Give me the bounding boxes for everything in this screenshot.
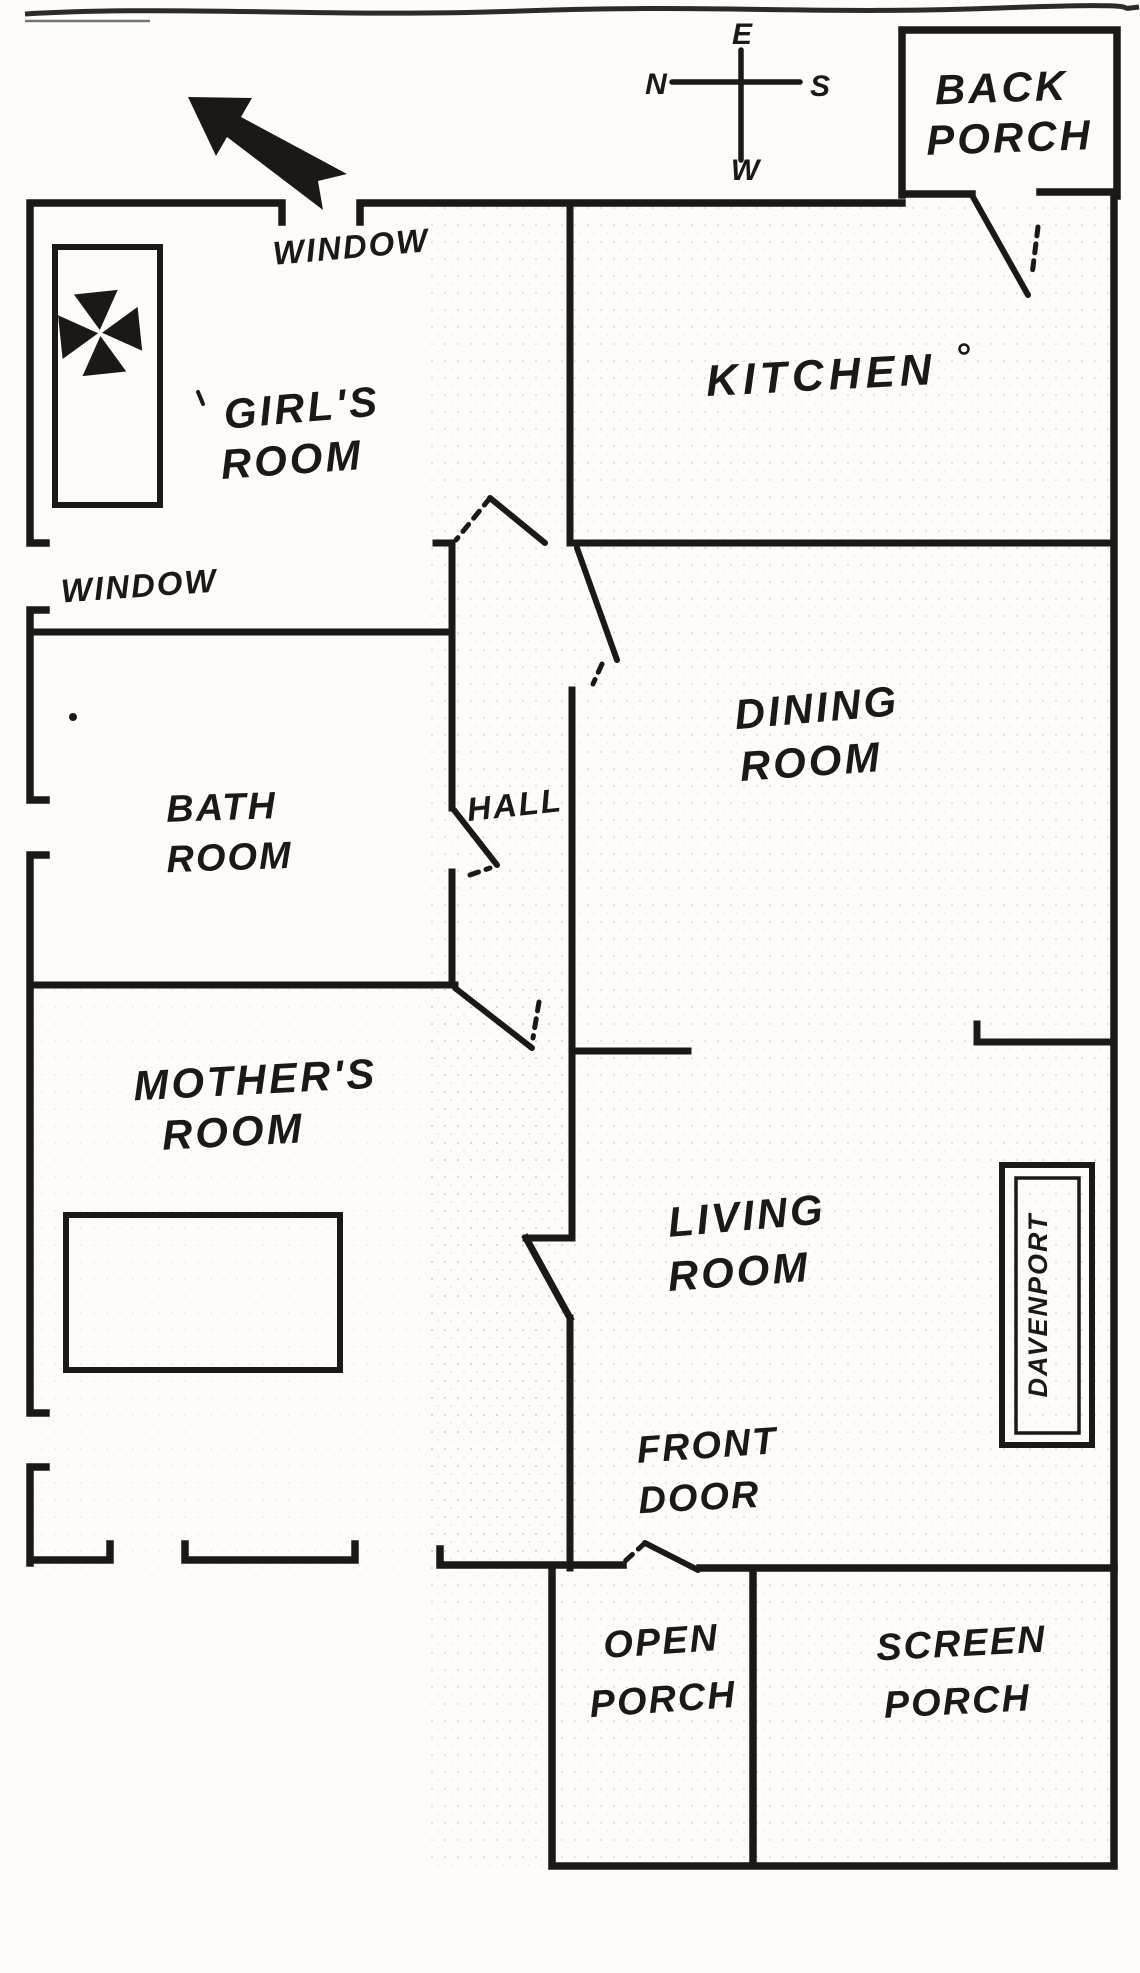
girls-room-label-1: GIRL'S	[222, 377, 382, 437]
davenport: DAVENPORT	[999, 1162, 1095, 1448]
girls-room-label-2: ROOM	[219, 431, 365, 488]
kitchen-stray-mark	[958, 343, 970, 355]
open-porch-label-2: PORCH	[588, 1674, 738, 1726]
girls-room-bed	[52, 244, 163, 508]
dining-room-label-2: ROOM	[738, 733, 884, 790]
mothers-room-bed	[63, 1212, 343, 1373]
front-door-label-1: FRONT	[635, 1420, 779, 1472]
room-labels: BACK PORCH WINDOW GIRL'S ROOM KITCHEN WI…	[60, 62, 1094, 1727]
bath-room-label-1: BATH	[166, 785, 278, 831]
direction-arrow	[188, 97, 347, 210]
window-top-label: WINDOW	[271, 221, 431, 272]
mothers-room-label-2: ROOM	[161, 1104, 306, 1158]
back-porch-label-1: BACK	[934, 62, 1069, 114]
screen-porch-label-2: PORCH	[883, 1677, 1032, 1727]
exterior-walls	[26, 26, 1121, 1572]
compass-north: N	[645, 68, 668, 101]
kitchen-label: KITCHEN	[705, 345, 938, 406]
front-door-label-2: DOOR	[637, 1474, 761, 1522]
compass-east: E	[732, 18, 753, 51]
compass-south: S	[810, 70, 830, 103]
porch-walls	[548, 1564, 1118, 1870]
back-porch-label-2: PORCH	[925, 111, 1093, 164]
speckle-texture-left	[30, 980, 575, 1580]
screen-porch-label-1: SCREEN	[875, 1619, 1047, 1670]
bath-room-label-2: ROOM	[166, 835, 294, 881]
compass-west: W	[731, 154, 762, 187]
compass-cross	[669, 47, 803, 163]
scan-artifact-line	[24, 3, 1140, 17]
interior-walls	[26, 199, 1118, 1572]
living-room-label-2: ROOM	[666, 1243, 812, 1300]
girls-room-tick-mark	[196, 390, 205, 406]
bath-room-dot	[69, 713, 77, 721]
davenport-label: DAVENPORT	[1023, 1212, 1053, 1398]
quilt-cross	[58, 289, 143, 377]
open-porch-label-1: OPEN	[602, 1617, 720, 1667]
door-leaves	[451, 194, 1031, 1573]
window-left-label: WINDOW	[60, 562, 220, 610]
door-swing-dashes	[453, 224, 1041, 1566]
compass-rose: E N S W	[645, 18, 830, 187]
